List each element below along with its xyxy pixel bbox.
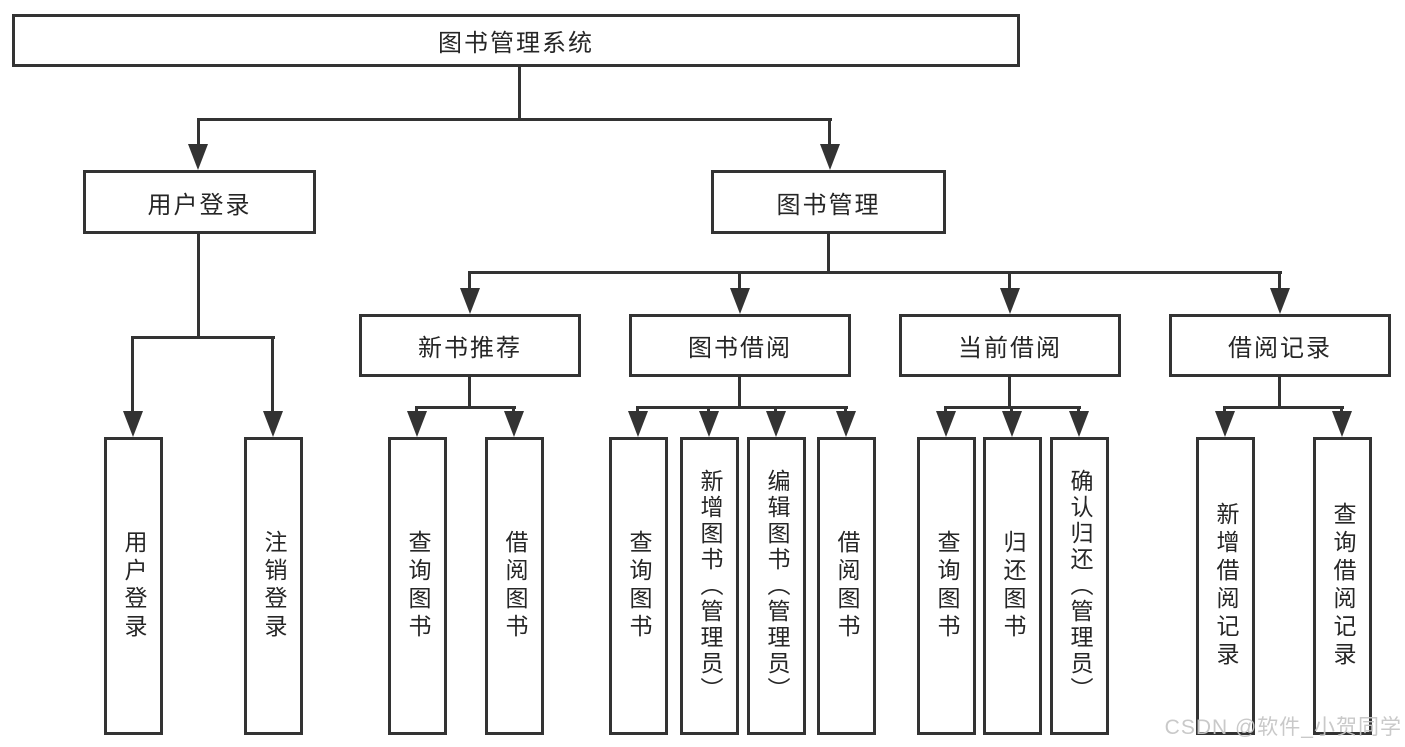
arrow-down-icon (836, 411, 856, 437)
connector-line (197, 118, 200, 150)
node-label: 图书借阅 (688, 335, 792, 362)
node-leaf-borrow-books-recommend: 借阅图书 (485, 437, 544, 735)
arrow-down-icon (188, 144, 208, 170)
connector-line (738, 377, 741, 409)
node-label: 确认归还（管理员） (1067, 469, 1093, 703)
arrow-down-icon (1270, 288, 1290, 314)
connector-line (468, 377, 471, 409)
arrow-down-icon (1215, 411, 1235, 437)
connector-line (131, 336, 275, 339)
arrow-down-icon (699, 411, 719, 437)
node-label: 用户登录 (147, 191, 252, 219)
connector-line (197, 118, 832, 121)
node-label: 新书推荐 (418, 335, 522, 362)
node-label: 编辑图书（管理员） (764, 469, 790, 703)
node-leaf-user-login: 用户登录 (104, 437, 163, 735)
arrow-down-icon (1332, 411, 1352, 437)
connector-line (636, 406, 848, 409)
arrow-down-icon (628, 411, 648, 437)
node-label: 新增图书（管理员） (697, 469, 723, 703)
node-label: 图书管理 (776, 191, 881, 219)
arrow-down-icon (407, 411, 427, 437)
node-current-borrowing: 当前借阅 (899, 314, 1121, 377)
node-label: 借阅图书 (834, 530, 860, 642)
arrow-down-icon (263, 411, 283, 437)
arrow-down-icon (730, 288, 750, 314)
connector-line (1278, 271, 1281, 295)
node-label: 当前借阅 (958, 335, 1062, 362)
node-label: 用户登录 (121, 530, 147, 642)
connector-line (468, 271, 1282, 274)
arrow-down-icon (820, 144, 840, 170)
arrow-down-icon (123, 411, 143, 437)
connector-line (827, 234, 830, 274)
connector-line (1278, 377, 1281, 409)
node-label: 注销登录 (261, 530, 287, 642)
node-leaf-return-books: 归还图书 (983, 437, 1042, 735)
connector-line (197, 234, 200, 339)
arrow-down-icon (504, 411, 524, 437)
connector-line (1223, 406, 1344, 409)
node-book-management: 图书管理 (711, 170, 946, 234)
arrow-down-icon (460, 288, 480, 314)
node-leaf-borrow-books-borrow: 借阅图书 (817, 437, 876, 735)
node-leaf-query-borrow-record: 查询借阅记录 (1313, 437, 1372, 735)
node-label: 新增借阅记录 (1213, 502, 1239, 670)
node-label: 归还图书 (1000, 530, 1026, 642)
connector-line (518, 67, 521, 121)
watermark: CSDN @软件_小贺同学 (1164, 716, 1402, 739)
connector-line (738, 271, 741, 295)
node-library-management-system: 图书管理系统 (12, 14, 1020, 67)
connector-line (1008, 377, 1011, 409)
node-leaf-edit-books-admin: 编辑图书（管理员） (747, 437, 806, 735)
connector-line (828, 118, 831, 150)
connector-line (271, 336, 274, 416)
node-book-borrowing: 图书借阅 (629, 314, 851, 377)
node-borrowing-records: 借阅记录 (1169, 314, 1391, 377)
node-leaf-query-books-borrow: 查询图书 (609, 437, 668, 735)
connector-line (415, 406, 516, 409)
connector-line (1008, 271, 1011, 295)
arrow-down-icon (766, 411, 786, 437)
node-label: 借阅记录 (1228, 335, 1332, 362)
connector-line (468, 271, 471, 295)
node-leaf-add-borrow-record: 新增借阅记录 (1196, 437, 1255, 735)
arrow-down-icon (1002, 411, 1022, 437)
node-new-book-recommendation: 新书推荐 (359, 314, 581, 377)
node-label: 图书管理系统 (438, 30, 594, 57)
node-label: 查询借阅记录 (1330, 502, 1356, 670)
node-label: 查询图书 (934, 530, 960, 642)
node-leaf-confirm-return-admin: 确认归还（管理员） (1050, 437, 1109, 735)
node-user-login: 用户登录 (83, 170, 316, 234)
node-leaf-query-books-recommend: 查询图书 (388, 437, 447, 735)
node-leaf-query-books-current: 查询图书 (917, 437, 976, 735)
node-leaf-add-books-admin: 新增图书（管理员） (680, 437, 739, 735)
node-label: 借阅图书 (502, 530, 528, 642)
arrow-down-icon (1069, 411, 1089, 437)
node-label: 查询图书 (626, 530, 652, 642)
connector-line (131, 336, 134, 416)
arrow-down-icon (936, 411, 956, 437)
node-label: 查询图书 (405, 530, 431, 642)
node-leaf-logout: 注销登录 (244, 437, 303, 735)
arrow-down-icon (1000, 288, 1020, 314)
